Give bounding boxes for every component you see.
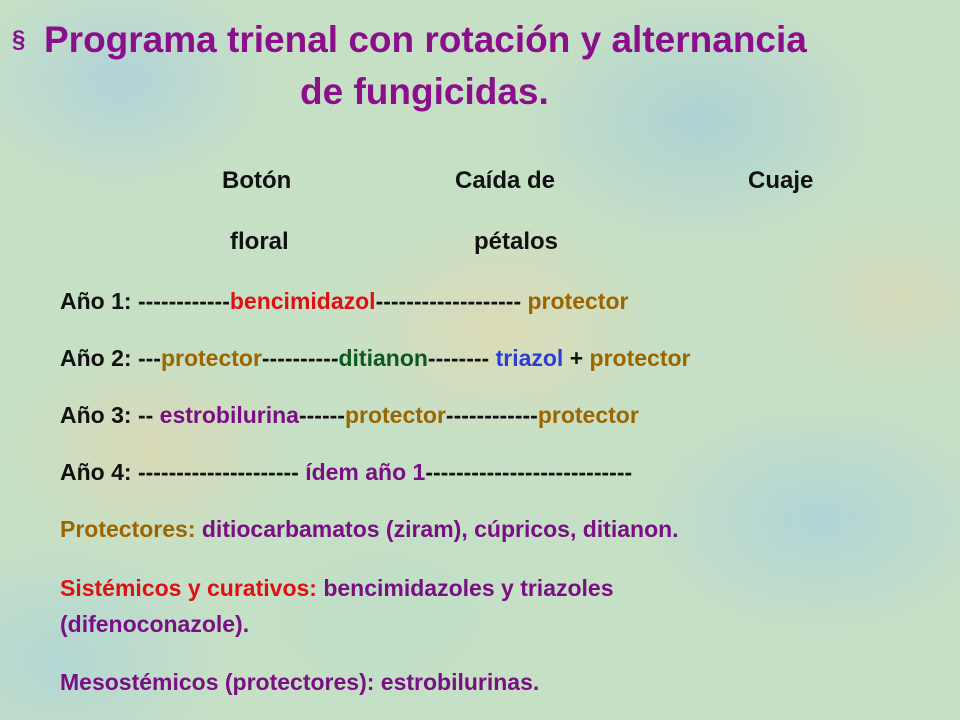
year-label: Año 2: [60, 345, 132, 371]
sistemicos-label: Sistémicos y curativos: [60, 575, 317, 601]
row-segment: ditianon [338, 345, 428, 371]
row-segment: -- [131, 402, 160, 428]
row-segment: protector [160, 345, 262, 371]
year-label: Año 1: [60, 288, 132, 314]
protectores-text: ditiocarbamatos (ziram), cúpricos, ditia… [195, 516, 679, 542]
stage-1-line2: floral [230, 228, 289, 255]
stage-1-line1: Botón [222, 167, 292, 194]
row-segment: protector [527, 288, 629, 314]
title-bullet-icon: § [12, 26, 26, 53]
row-segment: ------------------- [375, 288, 528, 314]
row-segment: --------------------------- [425, 459, 633, 485]
row-segment: triazol [495, 345, 564, 371]
year-row-2: Año 2: ---protector----------ditianon---… [60, 343, 691, 373]
protectores-note: Protectores: ditiocarbamatos (ziram), cú… [60, 514, 679, 544]
row-segment: ------ [298, 402, 345, 428]
stage-2-line2: pétalos [474, 228, 559, 255]
row-segment: estrobilurina [159, 402, 299, 428]
year-label: Año 4: [60, 459, 132, 485]
stage-3-line1: Cuaje [748, 167, 814, 194]
row-segment: protector [589, 345, 691, 371]
year-row-4: Año 4: --------------------- ídem año 1-… [60, 457, 632, 487]
sistemicos-text: bencimidazoles y triazoles [316, 575, 614, 601]
sistemicos-note: Sistémicos y curativos: bencimidazoles y… [60, 573, 614, 603]
protectores-label: Protectores: [60, 516, 196, 542]
row-segment: protector [344, 402, 446, 428]
row-segment: ídem año 1 [305, 459, 426, 485]
year-label: Año 3: [60, 402, 132, 428]
row-segment: --------------------- [131, 459, 306, 485]
row-segment: ------------ [445, 402, 538, 428]
row-segment: -------- [427, 345, 496, 371]
stage-2-line1: Caída de [455, 167, 556, 194]
row-segment: + [563, 345, 590, 371]
slide-title-line2: de fungicidas. [300, 71, 549, 112]
year-row-1: Año 1: ------------bencimidazol---------… [60, 286, 628, 316]
row-segment: ------------ [131, 288, 230, 314]
row-segment: protector [537, 402, 639, 428]
row-segment: bencimidazol [229, 288, 376, 314]
row-segment: ---------- [261, 345, 339, 371]
year-row-3: Año 3: -- estrobilurina------protector--… [60, 400, 639, 430]
row-segment: --- [131, 345, 161, 371]
slide-title-line1: Programa trienal con rotación y alternan… [44, 19, 807, 60]
mesostemicos-note: Mesostémicos (protectores): estrobilurin… [60, 669, 540, 695]
sistemicos-note-continuation: (difenoconazole). [60, 611, 250, 637]
